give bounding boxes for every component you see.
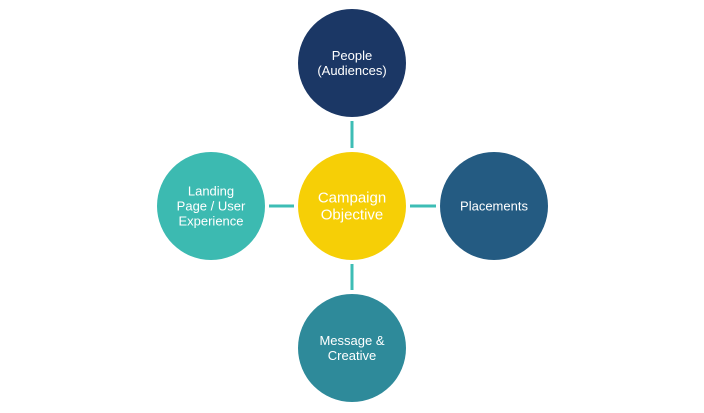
node-circle — [298, 9, 406, 117]
node-circle — [298, 294, 406, 402]
node-label-line: Campaign — [318, 190, 386, 207]
node-label-line: People — [332, 48, 372, 63]
connectors — [269, 121, 436, 290]
node-label-line: Landing — [188, 184, 234, 199]
node-message-creative: Message &Creative — [298, 294, 406, 402]
node-label-line: Page / User — [177, 199, 246, 214]
node-people-audiences: People(Audiences) — [298, 9, 406, 117]
node-circle — [157, 152, 265, 260]
node-circle — [298, 152, 406, 260]
node-label-line: Placements — [460, 199, 528, 214]
node-label-line: Creative — [328, 348, 376, 363]
node-label-line: (Audiences) — [317, 63, 386, 78]
node-placements: Placements — [440, 152, 548, 260]
node-label-line: Objective — [321, 207, 384, 224]
node-circle — [440, 152, 548, 260]
node-label-line: Experience — [178, 214, 243, 229]
node-label-line: Message & — [319, 333, 384, 348]
